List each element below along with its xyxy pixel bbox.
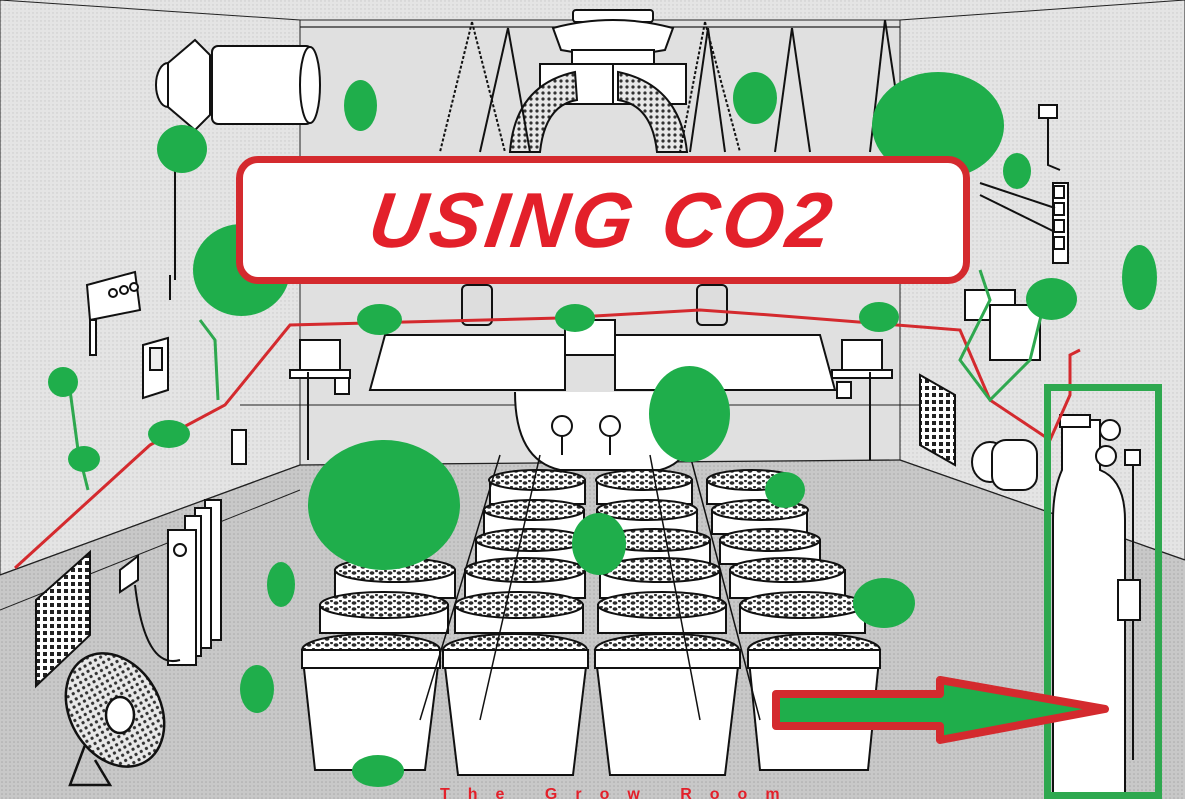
- air-vent-left: [35, 549, 91, 689]
- ballast-left: [289, 339, 351, 460]
- extraction-fan-right: [971, 439, 1038, 491]
- ballast-right: [831, 339, 893, 460]
- wall-controller: [85, 270, 142, 356]
- arrow-to-tank-icon: [772, 676, 1109, 744]
- title-banner: USING CO2: [236, 156, 970, 284]
- footer-caption: The Grow Room: [440, 786, 798, 799]
- plant-buckets: [300, 454, 882, 776]
- co2-tank-highlight: [1044, 384, 1162, 799]
- inline-duct-fan: [155, 38, 321, 132]
- gauge-left: [551, 415, 573, 455]
- floor-fan: [64, 652, 166, 787]
- banner-title: USING CO2: [364, 176, 842, 264]
- gauge-right: [599, 415, 621, 455]
- wall-socket-left: [119, 553, 139, 594]
- oil-radiator-heater: [134, 499, 222, 666]
- thermostat: [142, 336, 169, 400]
- co2-wire-red: [13, 308, 1081, 570]
- power-strip-right: [979, 104, 1069, 264]
- air-vent-right: [919, 373, 956, 467]
- co2-regulator: [1095, 419, 1141, 467]
